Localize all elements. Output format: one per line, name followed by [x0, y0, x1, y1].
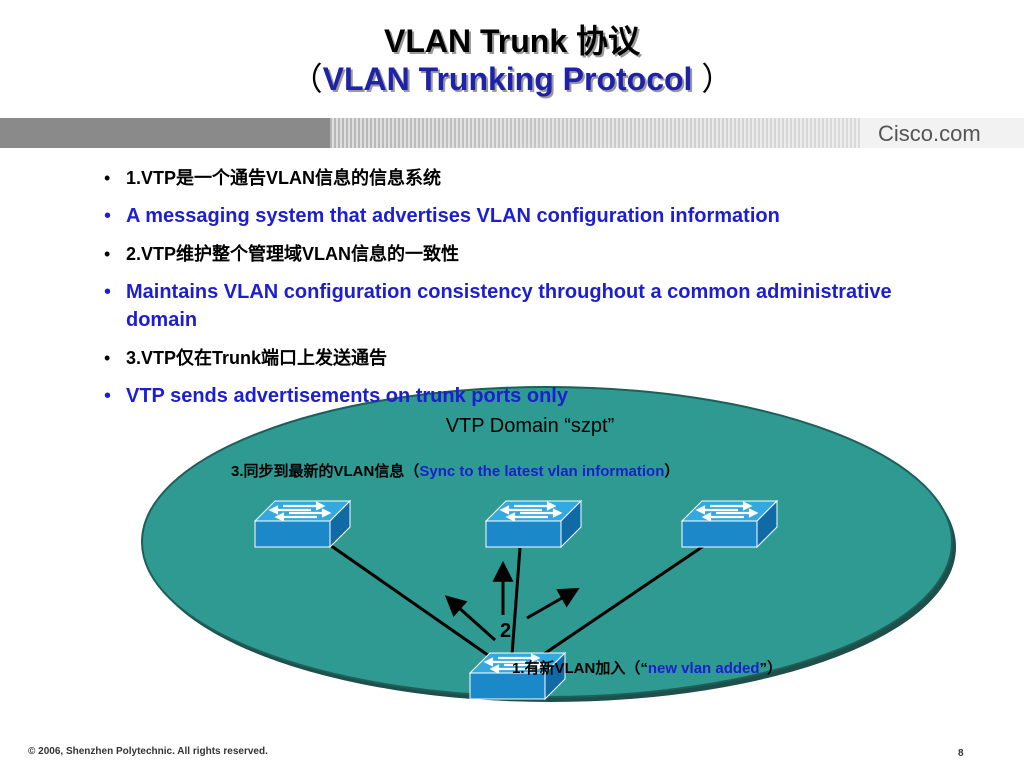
new-vlan-label-cn: 1.有新VLAN加入（“ [512, 660, 648, 677]
title-open-paren: （ [290, 61, 323, 97]
new-vlan-label-close: ”） [759, 660, 783, 677]
switch-right [680, 499, 779, 549]
sync-label-close: ） [664, 463, 680, 480]
arrow-left [444, 595, 496, 642]
arrow-right [526, 587, 580, 620]
link-right [534, 543, 706, 662]
switch-center [484, 499, 583, 549]
sync-label-en: Sync to the latest vlan information [419, 463, 665, 480]
vtp-domain-label: VTP Domain “szpt” [445, 415, 615, 437]
sync-label: 3.同步到最新的VLAN信息（Sync to the latest vlan i… [231, 460, 679, 481]
bullet-2-en: Maintains VLAN configuration consistency… [104, 278, 924, 334]
new-vlan-label-en: new vlan added [647, 660, 760, 677]
link-left [329, 543, 496, 662]
bullet-3-cn: 3.VTP仅在Trunk端口上发送通告 [104, 344, 924, 372]
footer-copyright: © 2006, Shenzhen Polytechnic. All rights… [28, 746, 268, 757]
cisco-logo: Cisco.com [878, 121, 981, 146]
title-sub: （VLAN Trunking Protocol ） [0, 60, 1024, 98]
cisco-banner: Cisco.com [0, 118, 1024, 148]
bullet-1-en: A messaging system that advertises VLAN … [104, 202, 924, 230]
switch-left [253, 499, 352, 549]
slide-title: VLAN Trunk 协议 （VLAN Trunking Protocol ） [0, 22, 1024, 98]
bullet-2-cn: 2.VTP维护整个管理域VLAN信息的一致性 [104, 240, 924, 268]
bullet-list: 1.VTP是一个通告VLAN信息的信息系统 A messaging system… [104, 164, 924, 420]
title-protocol-name: VLAN Trunking Protocol [322, 61, 693, 97]
step-2-label: 2 [500, 620, 512, 642]
title-close-paren: ） [692, 61, 734, 97]
new-vlan-label: 1.有新VLAN加入（“new vlan added”） [512, 657, 782, 678]
link-center [510, 547, 522, 656]
sync-label-cn: 3.同步到最新的VLAN信息（ [231, 463, 420, 480]
footer-page-number: 8 [958, 748, 964, 759]
title-main: VLAN Trunk 协议 [383, 23, 641, 59]
bullet-1-cn: 1.VTP是一个通告VLAN信息的信息系统 [104, 164, 924, 192]
bullet-3-en: VTP sends advertisements on trunk ports … [104, 382, 924, 410]
